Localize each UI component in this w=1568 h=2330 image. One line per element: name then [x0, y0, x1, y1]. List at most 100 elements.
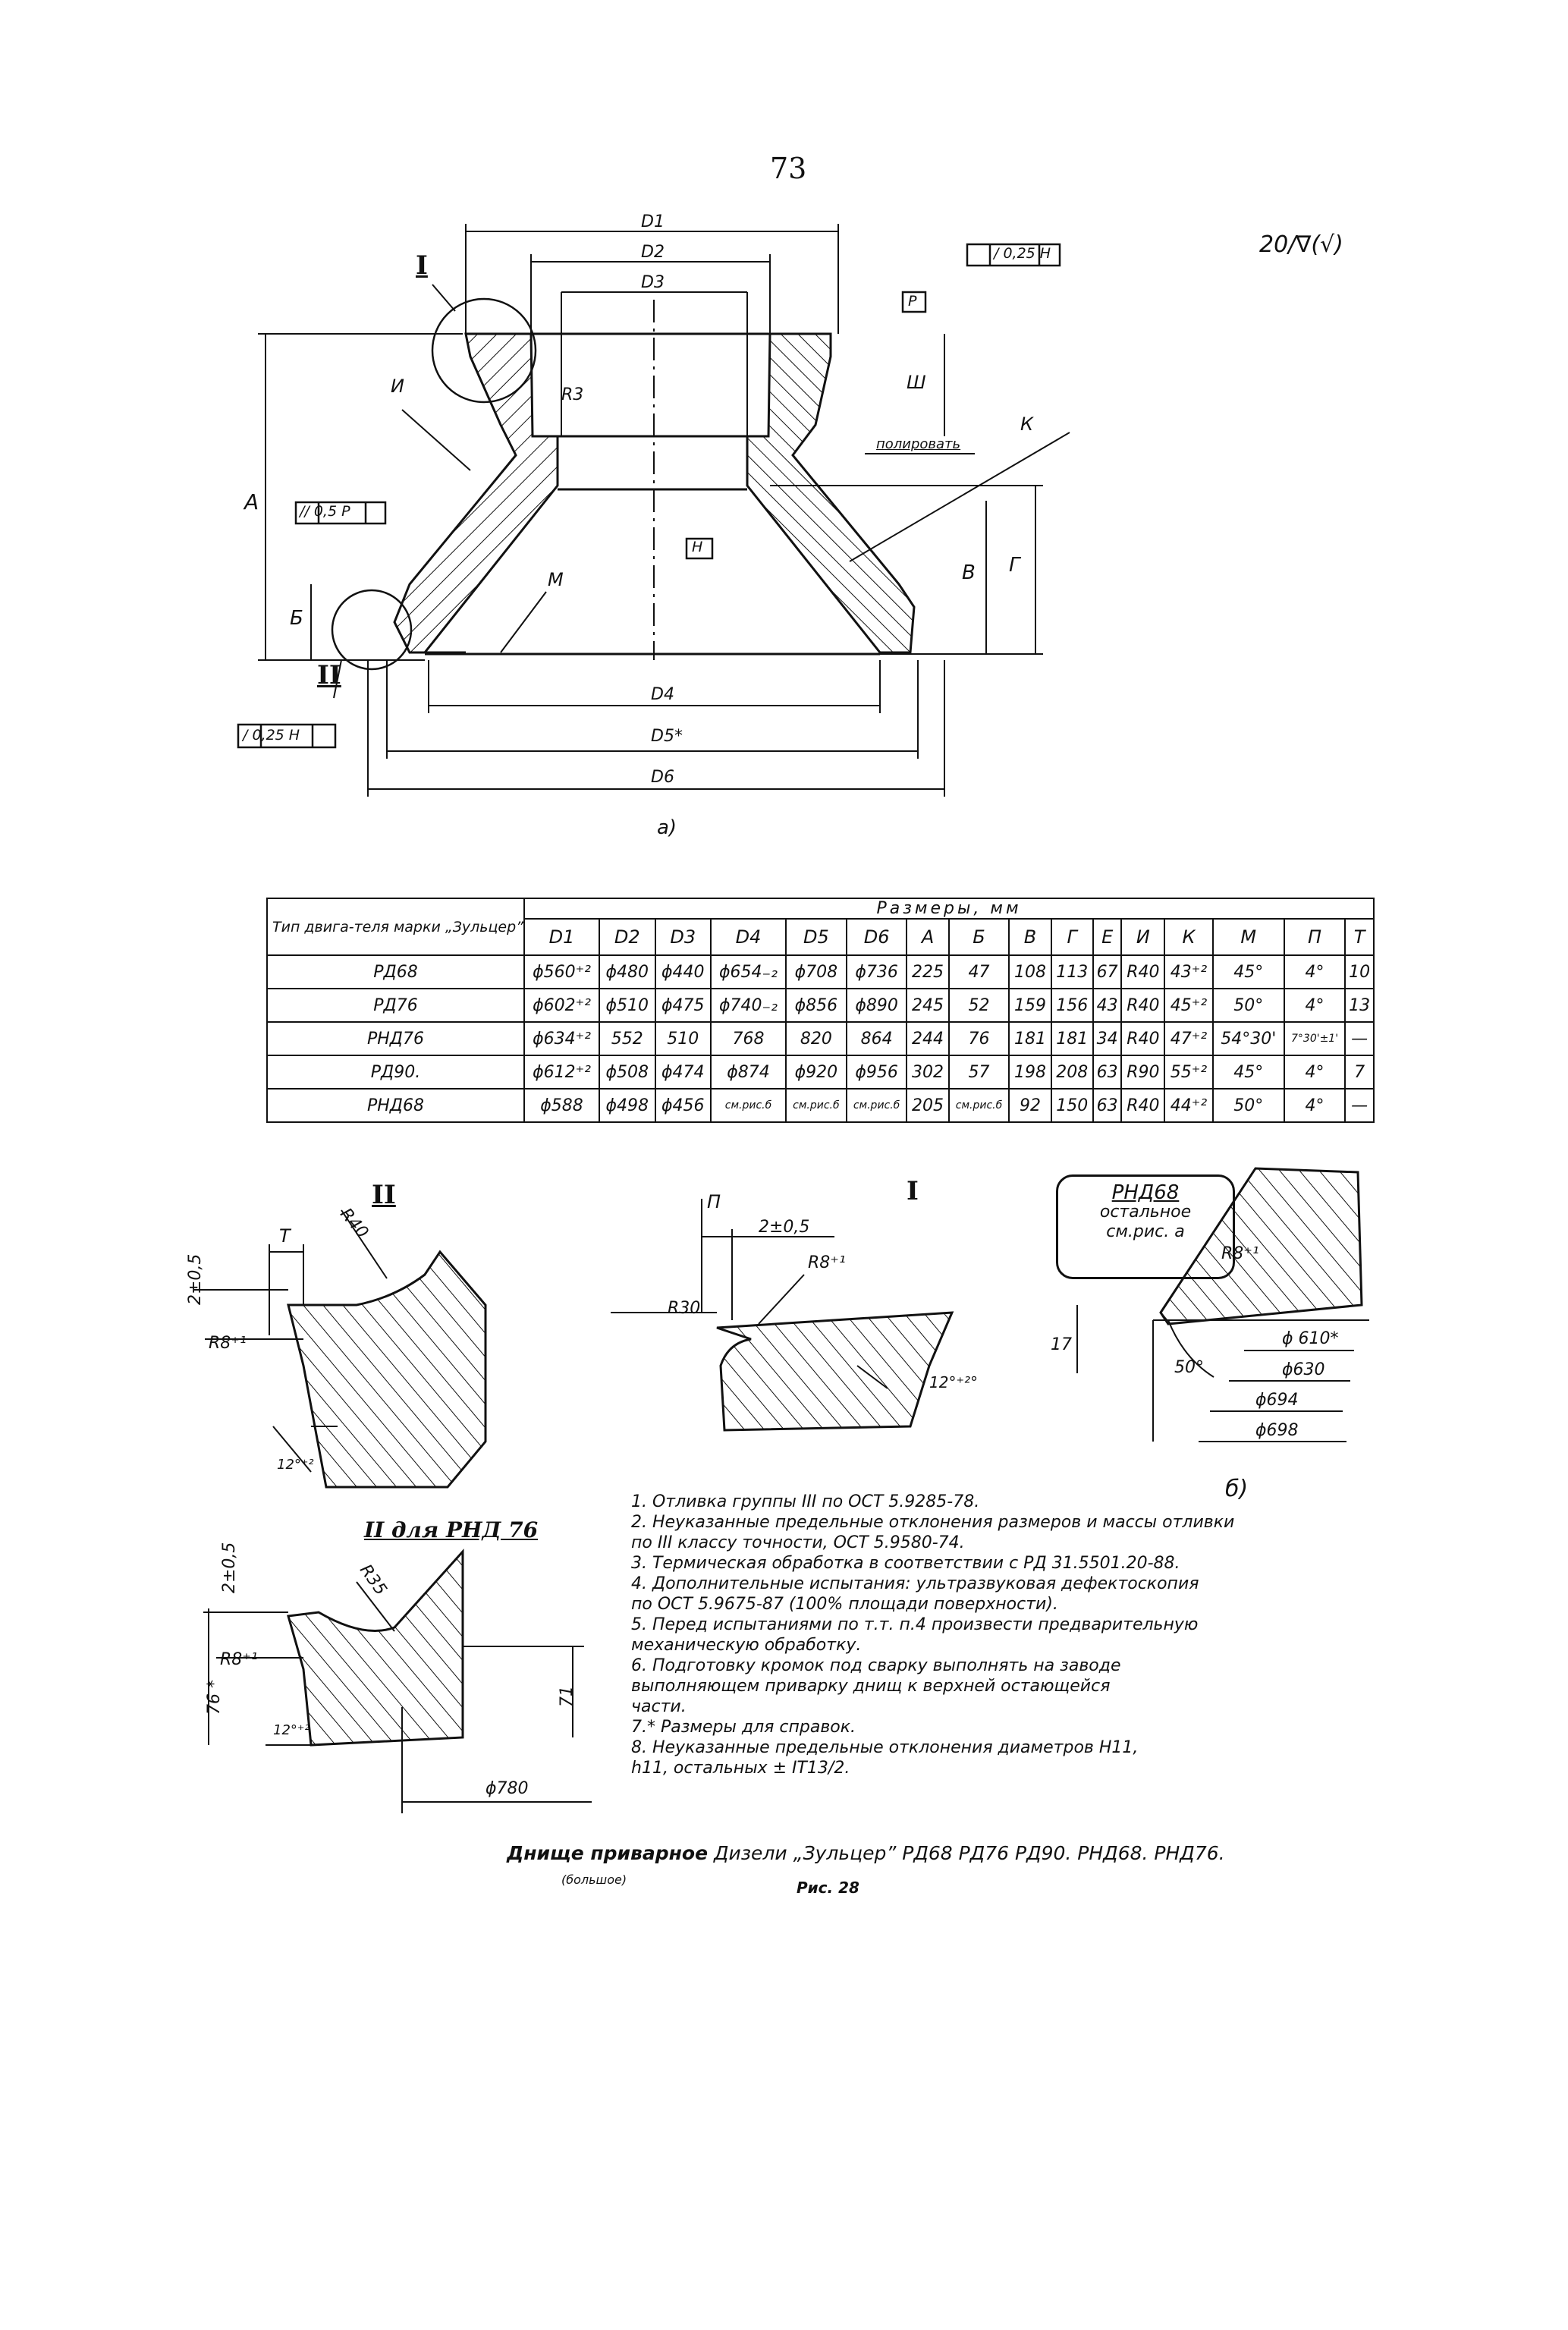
- polish-note: полировать: [876, 436, 961, 452]
- technical-notes: 1. Отливка группы III по ОСТ 5.9285-78. …: [631, 1492, 1359, 1778]
- table-cell: 198: [1008, 1055, 1052, 1090]
- table-cell: 7°30'±1': [1283, 1021, 1346, 1056]
- detail-I-title: I: [907, 1176, 919, 1206]
- note-line: выполняющем приварку днищ к верхней оста…: [631, 1677, 1111, 1696]
- caption-text: Дизели „Зульцер” РД68 РД76 РД90. РНД68. …: [713, 1842, 1225, 1864]
- table-cell: 4°: [1283, 1055, 1346, 1090]
- table-cell: 76: [947, 1021, 1010, 1056]
- col-header: В: [1008, 918, 1052, 956]
- note-line: 6. Подготовку кромок под сварку выполнят…: [631, 1656, 1121, 1675]
- detail-II-rnd-dim-2: 2±0,5: [220, 1542, 239, 1593]
- detail-b-box-line: см.рис. а: [1106, 1222, 1185, 1241]
- detail-b-dim-694: ϕ694: [1255, 1391, 1299, 1410]
- col-header: Б: [947, 918, 1010, 956]
- detail-II-rnd-dim-76: 76 *: [205, 1680, 224, 1715]
- dim-D6: D6: [651, 768, 674, 787]
- dimensions-table: Тип двига-теля марки „Зульцер” Размеры, …: [266, 898, 1375, 1123]
- engine-type-cell: РНД76: [266, 1021, 525, 1056]
- table-cell: ϕ440: [654, 954, 712, 989]
- table-cell: 181: [1050, 1021, 1094, 1056]
- table-cell: 208: [1050, 1055, 1094, 1090]
- view-a-label: а): [657, 816, 677, 839]
- table-cell: 45°: [1211, 954, 1285, 989]
- table-cell: 113: [1050, 954, 1094, 989]
- table-cell: 34: [1092, 1021, 1123, 1056]
- table-cell: 108: [1008, 954, 1052, 989]
- table-cell: 50°: [1211, 1088, 1285, 1123]
- col-header: М: [1211, 918, 1285, 956]
- table-cell: R40: [1120, 1021, 1166, 1056]
- detail-b-label: б): [1225, 1476, 1249, 1502]
- dim-D3: D3: [641, 273, 665, 292]
- table-cell: 10: [1344, 954, 1375, 989]
- note-line: 4. Дополнительные испытания: ультразвуко…: [631, 1574, 1199, 1593]
- col-header: Г: [1050, 918, 1094, 956]
- roman-I-marker: I: [416, 250, 428, 281]
- table-cell: 225: [906, 954, 950, 989]
- note-line: 1. Отливка группы III по ОСТ 5.9285-78.: [631, 1492, 980, 1511]
- table-cell: ϕ956: [845, 1055, 908, 1090]
- detail-b-box-line: остальное: [1099, 1203, 1192, 1222]
- note-line: 2. Неуказанные предельные отклонения раз…: [631, 1513, 1235, 1532]
- dim-D5: D5*: [651, 727, 683, 746]
- table-cell: 43⁺²: [1164, 954, 1214, 989]
- tolerance-bottom: / 0,25 H: [243, 727, 300, 744]
- detail-b-dim-17: 17: [1051, 1335, 1072, 1354]
- detail-I-dim-R30: R30: [668, 1299, 701, 1318]
- table-cell: 7: [1344, 1055, 1375, 1090]
- table-cell: 43: [1092, 988, 1123, 1023]
- dim-R3: R3: [561, 385, 584, 404]
- dim-D1: D1: [641, 212, 665, 231]
- detail-II-title: II: [372, 1180, 396, 1210]
- table-cell: 57: [947, 1055, 1010, 1090]
- detail-II-rnd-title: II для РНД 76: [364, 1517, 539, 1542]
- table-cell: 54°30': [1211, 1021, 1285, 1056]
- table-cell: 205: [906, 1088, 950, 1123]
- table-cell: ϕ456: [654, 1088, 712, 1123]
- table-column-headers: D1 D2 D3 D4 D5 D6 А Б В Г Е И К М П Т: [267, 918, 1375, 956]
- dim-D4: D4: [651, 685, 674, 704]
- table-cell: 55⁺²: [1164, 1055, 1214, 1090]
- caption-title: Днище приварное: [507, 1842, 709, 1864]
- detail-II-rnd-dim-12: 12°⁺²: [273, 1722, 310, 1738]
- dim-V: В: [962, 561, 976, 584]
- note-line: 5. Перед испытаниями по т.т. п.4 произве…: [631, 1615, 1199, 1634]
- table-cell: 44⁺²: [1164, 1088, 1214, 1123]
- table-cell: R40: [1120, 954, 1166, 989]
- detail-I-dim-P: П: [707, 1191, 721, 1212]
- table-cell: 245: [906, 988, 950, 1023]
- col-header: D2: [599, 918, 656, 956]
- datum-H: H: [692, 539, 703, 555]
- col-header: К: [1164, 918, 1214, 956]
- detail-II-rnd-dim-71: 71: [558, 1686, 577, 1707]
- tolerance-top: / 0,25 H: [994, 245, 1051, 262]
- detail-II-rnd-dim-780: ϕ780: [485, 1779, 529, 1798]
- detail-b-dim-50: 50°: [1174, 1358, 1204, 1377]
- table-cell: ϕ920: [785, 1055, 847, 1090]
- table-cell: 150: [1050, 1088, 1094, 1123]
- table-cell: 67: [1092, 954, 1123, 989]
- dim-G: Г: [1009, 554, 1020, 577]
- table-cell: ϕ480: [599, 954, 656, 989]
- col-header: D1: [523, 918, 601, 956]
- roman-II-marker: II: [317, 660, 341, 690]
- table-cell: ϕ890: [845, 988, 908, 1023]
- table-cell: 13: [1344, 988, 1375, 1023]
- table-cell: ϕ612⁺²: [523, 1055, 601, 1090]
- engine-type-cell: РД68: [266, 954, 525, 989]
- drawing-caption: Днище приварное Дизели „Зульцер” РД68 РД…: [507, 1842, 1225, 1864]
- table-cell: 45°: [1211, 1055, 1285, 1090]
- table-cell: см.рис.б: [785, 1088, 847, 1123]
- table-cell: ϕ510: [599, 988, 656, 1023]
- table-cell: 47⁺²: [1164, 1021, 1214, 1056]
- table-cell: 92: [1008, 1088, 1052, 1123]
- table-cell: 47: [947, 954, 1010, 989]
- note-line: части.: [631, 1697, 687, 1716]
- dim-Sh: Ш: [907, 372, 926, 393]
- dim-A: A: [244, 489, 259, 514]
